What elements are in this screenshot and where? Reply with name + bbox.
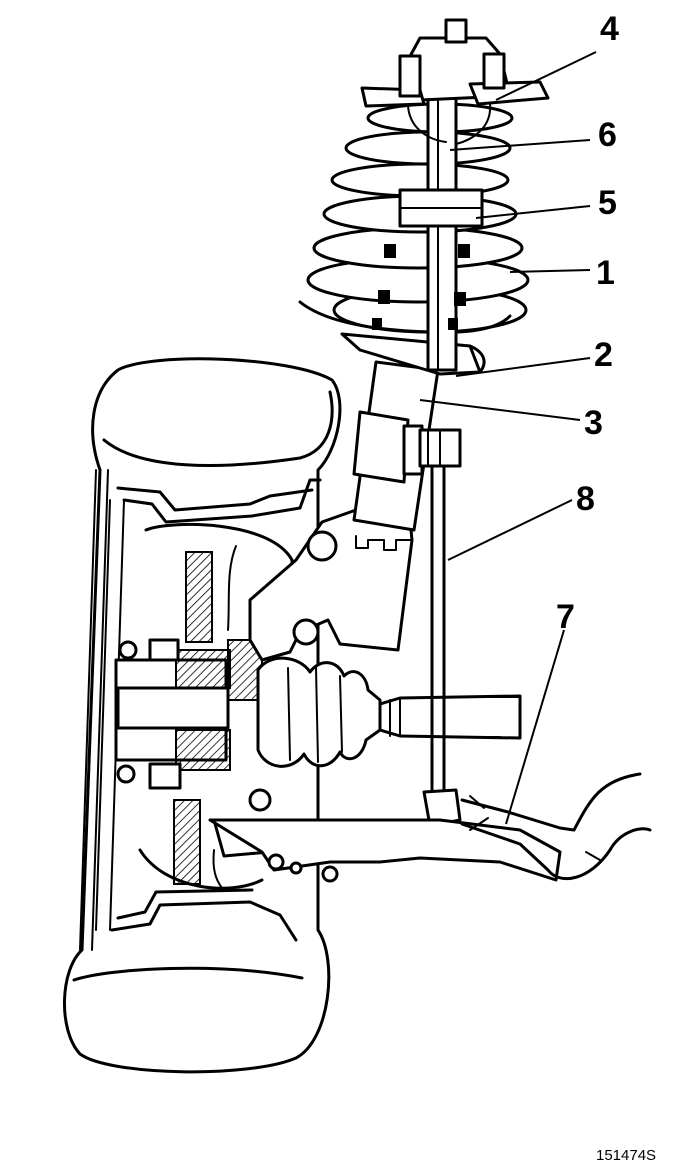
leader-1: [509, 269, 591, 273]
leader-8: [447, 499, 573, 561]
leader-lines: [419, 51, 597, 825]
leader-5: [475, 205, 591, 219]
bump-stop: [372, 188, 484, 330]
leader-7: [505, 629, 565, 825]
callout-7: 7: [556, 598, 575, 636]
stabiliser-link: [422, 466, 462, 828]
wheel-rim: [95, 478, 322, 942]
leader-3: [419, 399, 581, 421]
drive-shaft: [256, 656, 522, 768]
wheel-hub: [114, 638, 263, 790]
callout-4: 4: [600, 10, 619, 48]
stabiliser-bar: [460, 772, 652, 881]
callout-6: 6: [598, 116, 617, 154]
callout-8: 8: [576, 480, 595, 518]
brake-disc: [138, 522, 294, 890]
callout-5: 5: [598, 184, 617, 222]
callout-2: 2: [594, 336, 613, 374]
top-mount: [360, 18, 550, 145]
callout-1: 1: [596, 254, 615, 292]
figure-reference: 151474S: [596, 1147, 656, 1164]
leader-4: [495, 51, 597, 101]
callout-3: 3: [584, 404, 603, 442]
strut-body: [352, 360, 462, 532]
tire: [63, 357, 342, 1074]
leader-2: [455, 357, 591, 377]
leader-6: [449, 139, 591, 151]
lower-control-arm: [208, 818, 562, 883]
